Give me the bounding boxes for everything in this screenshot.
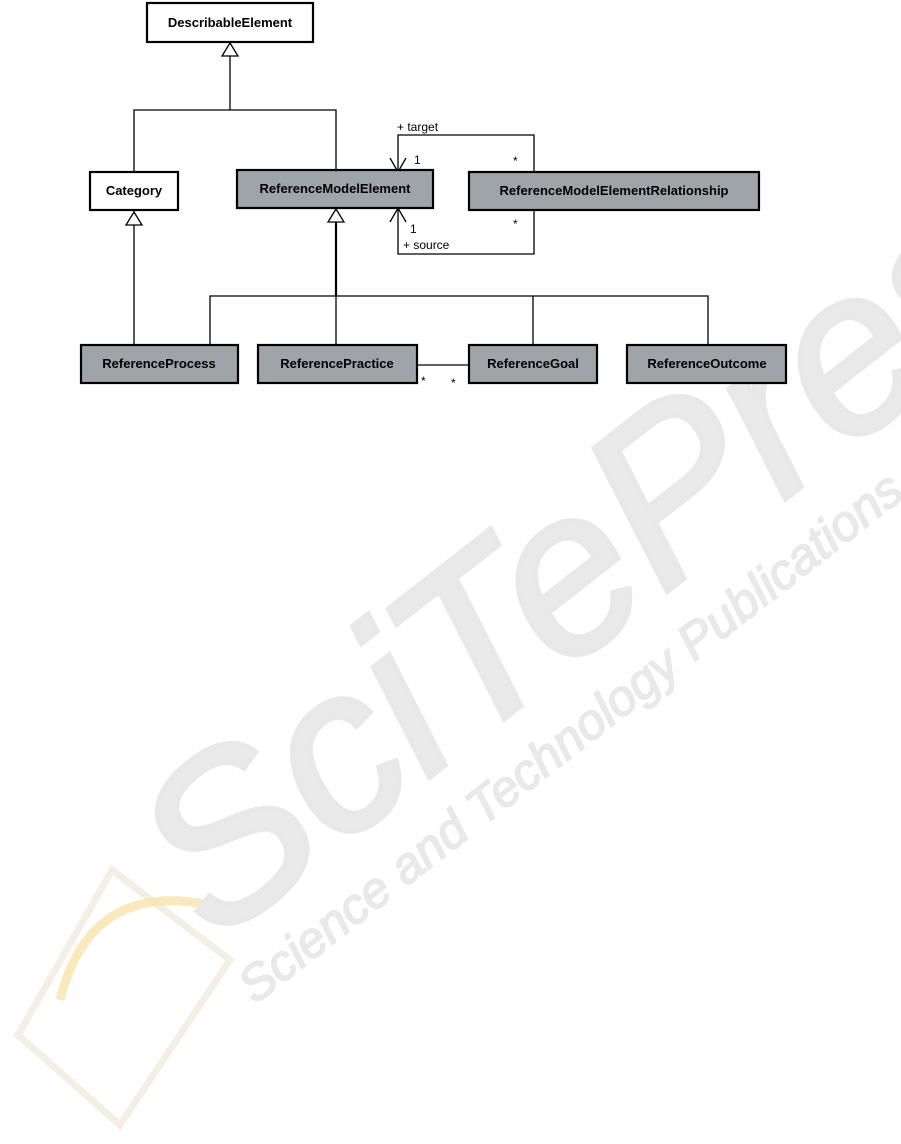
svg-text:ReferenceGoal: ReferenceGoal (487, 356, 579, 371)
target-mult-far: * (513, 154, 518, 168)
class-reference-model-element-relationship: ReferenceModelElementRelationship (469, 172, 759, 210)
svg-text:ReferenceModelElementRelations: ReferenceModelElementRelationship (500, 183, 729, 198)
generalization-arrow-icon (126, 212, 142, 225)
class-reference-process: ReferenceProcess (81, 345, 238, 383)
svg-text:DescribableElement: DescribableElement (168, 15, 293, 30)
class-reference-goal: ReferenceGoal (469, 345, 597, 383)
class-category: Category (90, 172, 178, 210)
practice-goal-mult-left: * (421, 374, 426, 388)
svg-text:Category: Category (106, 183, 163, 198)
class-reference-practice: ReferencePractice (258, 345, 417, 383)
class-reference-outcome: ReferenceOutcome (627, 345, 786, 383)
generalization-category (126, 211, 142, 345)
source-mult-far: * (513, 217, 518, 231)
source-mult-near: 1 (410, 222, 417, 236)
svg-text:ReferenceProcess: ReferenceProcess (102, 356, 215, 371)
practice-goal-mult-right: * (451, 376, 456, 390)
target-role-label: + target (397, 120, 439, 134)
svg-text:ReferenceOutcome: ReferenceOutcome (647, 356, 766, 371)
class-describable-element: DescribableElement (147, 3, 313, 42)
svg-text:ReferencePractice: ReferencePractice (280, 356, 393, 371)
uml-class-diagram: + target 1 * 1 + source * * * Describabl… (0, 0, 901, 420)
svg-text:ReferenceModelElement: ReferenceModelElement (260, 181, 412, 196)
source-role-label: + source (403, 238, 450, 252)
generalization-arrow-icon (222, 43, 238, 56)
generalization-describable (134, 43, 336, 174)
target-mult-near: 1 (414, 153, 421, 167)
class-reference-model-element: ReferenceModelElement (237, 170, 433, 208)
generalization-reference-model-element (210, 209, 708, 345)
generalization-arrow-icon (328, 209, 344, 222)
